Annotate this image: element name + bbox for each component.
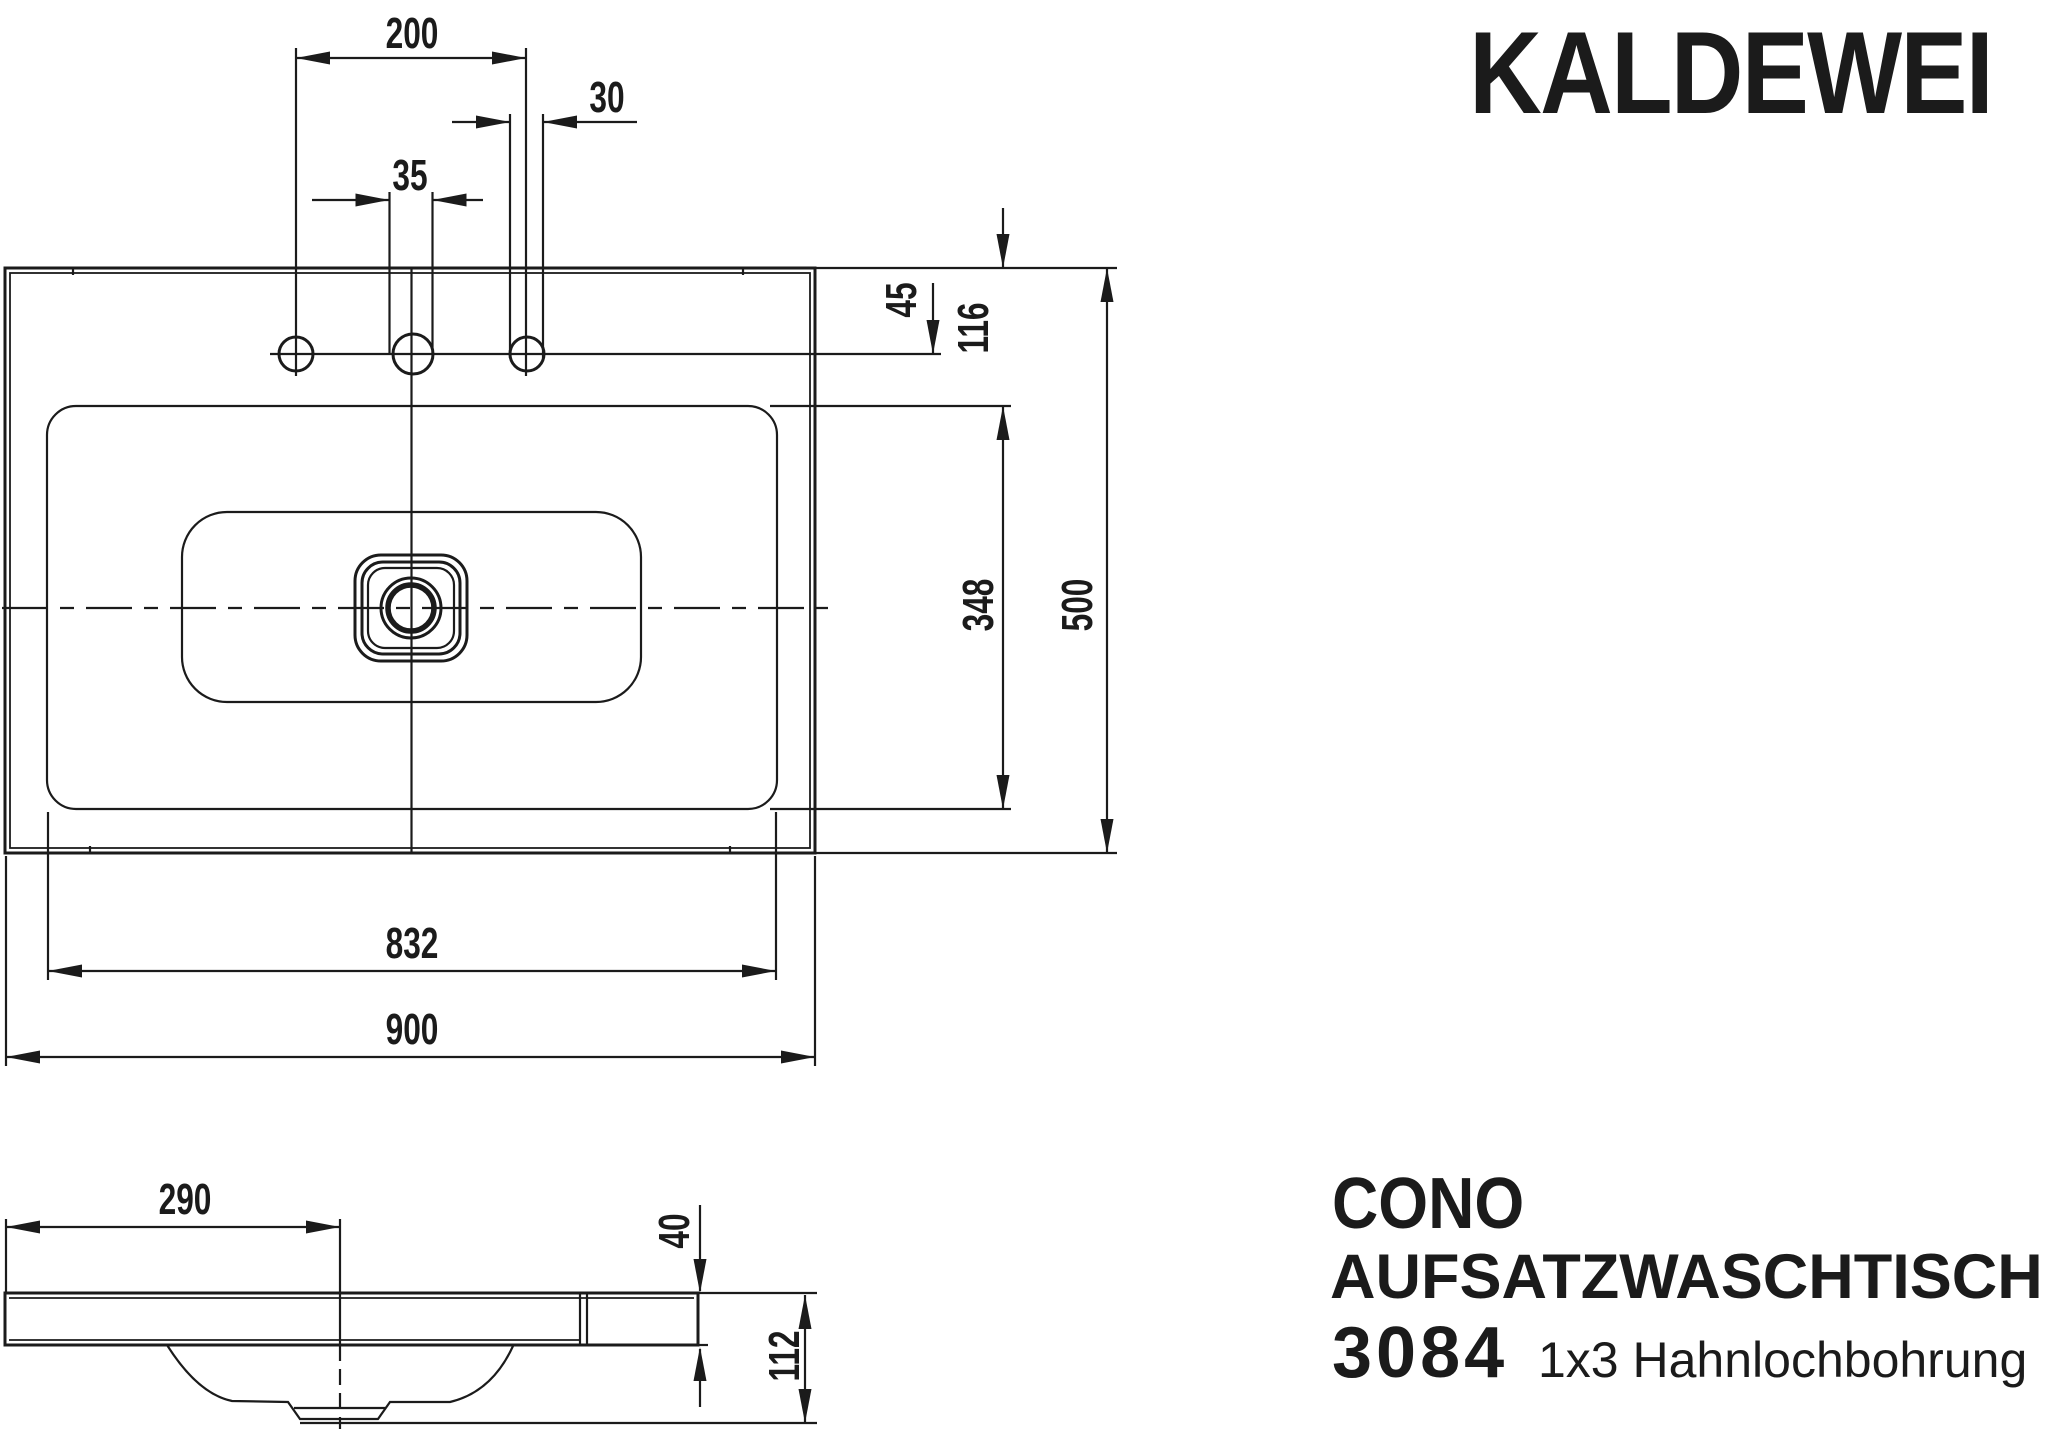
dim-832: 832 [46,812,778,980]
basin-outer-edge [3,266,817,855]
dim-500: 500 [1053,268,1114,853]
product-series: CONO [1332,1164,1524,1244]
basin-outer-edge-inner-line [9,272,811,849]
dim-label-290: 290 [159,1175,212,1224]
dim-label-200: 200 [386,9,439,58]
dim-116: 116 [949,208,1010,354]
drain-inner-ring [366,566,456,650]
dim-200: 200 [294,9,528,376]
drain-hole-outer [379,576,443,640]
dim-348: 348 [954,406,1010,809]
dim-label-30: 30 [589,73,624,122]
top-view: 200 30 35 45 [2,9,1117,1066]
drain-middle-ring [360,560,462,656]
drain-hole-inner [385,582,437,634]
dim-label-45: 45 [877,282,926,317]
dim-label-35: 35 [392,151,427,200]
dim-label-348: 348 [954,579,1003,632]
drain-outer-ring [353,553,469,663]
dim-35: 35 [312,151,483,354]
dim-45: 45 [877,282,940,354]
side-view: 290 40 112 [3,1175,817,1429]
slab-outline [3,1291,700,1347]
dim-label-900: 900 [386,1005,439,1054]
dim-label-500: 500 [1053,579,1102,632]
dim-label-112: 112 [760,1330,809,1381]
model-number: 3084 [1332,1313,1508,1393]
dim-40: 40 [650,1205,707,1407]
dim-290: 290 [4,1175,342,1429]
drain [353,553,469,663]
dim-label-116: 116 [949,302,998,353]
dim-label-832: 832 [386,919,439,968]
dim-112: 112 [760,1295,812,1423]
title-block: CONO AUFSATZWASCHTISCH 3084 1x3 Hahnloch… [1330,1164,2043,1393]
brand-logo: KALDEWEI [1469,8,1992,139]
product-type: AUFSATZWASCHTISCH [1330,1242,2043,1312]
dim-30: 30 [452,73,637,358]
dim-label-40: 40 [650,1213,699,1248]
dim-900: 900 [4,856,817,1066]
drilling-variant: 1x3 Hahnlochbohrung [1538,1332,2027,1388]
